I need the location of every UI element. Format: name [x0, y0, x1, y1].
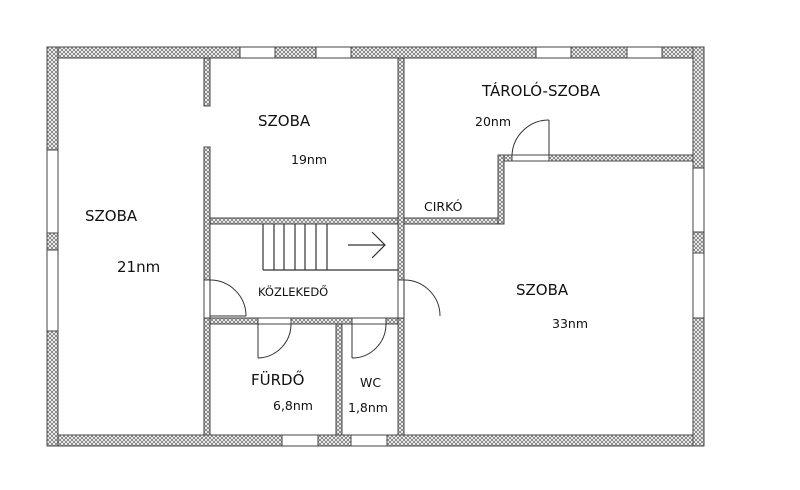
room-area: 33nm	[552, 316, 588, 331]
door-wc	[351, 317, 387, 359]
window	[692, 252, 705, 319]
door-taroló	[511, 119, 550, 162]
window	[46, 249, 59, 332]
door-corridor-right	[397, 279, 441, 319]
window	[46, 149, 59, 234]
room-area: 19nm	[291, 152, 327, 167]
room-name: WC	[360, 375, 381, 390]
window	[350, 434, 388, 447]
room-name: CIRKÓ	[424, 199, 463, 214]
room-area: 21nm	[117, 258, 160, 276]
staircase	[262, 224, 398, 271]
room-name: KÖZLEKEDŐ	[258, 283, 328, 299]
arrow-right-icon	[348, 231, 386, 259]
window	[315, 46, 352, 59]
room-area: 1,8nm	[348, 400, 388, 415]
window	[281, 434, 319, 447]
window	[535, 46, 572, 59]
door-corridor-left	[203, 279, 247, 319]
room-area: 20nm	[475, 114, 511, 129]
room-name: SZOBA	[85, 207, 138, 225]
doors	[203, 119, 550, 359]
room-name: TÁROLÓ-SZOBA	[481, 81, 601, 100]
windows	[46, 46, 705, 447]
room-name: SZOBA	[516, 281, 569, 299]
room-labels: SZOBA 21nm SZOBA 19nm TÁROLÓ-SZOBA 20nm …	[85, 81, 601, 415]
interior-walls	[203, 57, 694, 436]
room-name: SZOBA	[258, 112, 311, 130]
room-name: FÜRDŐ	[251, 369, 304, 389]
window	[626, 46, 663, 59]
door-furdo	[257, 317, 292, 359]
window	[239, 46, 276, 59]
window	[692, 167, 705, 233]
room-area: 6,8nm	[273, 398, 313, 413]
